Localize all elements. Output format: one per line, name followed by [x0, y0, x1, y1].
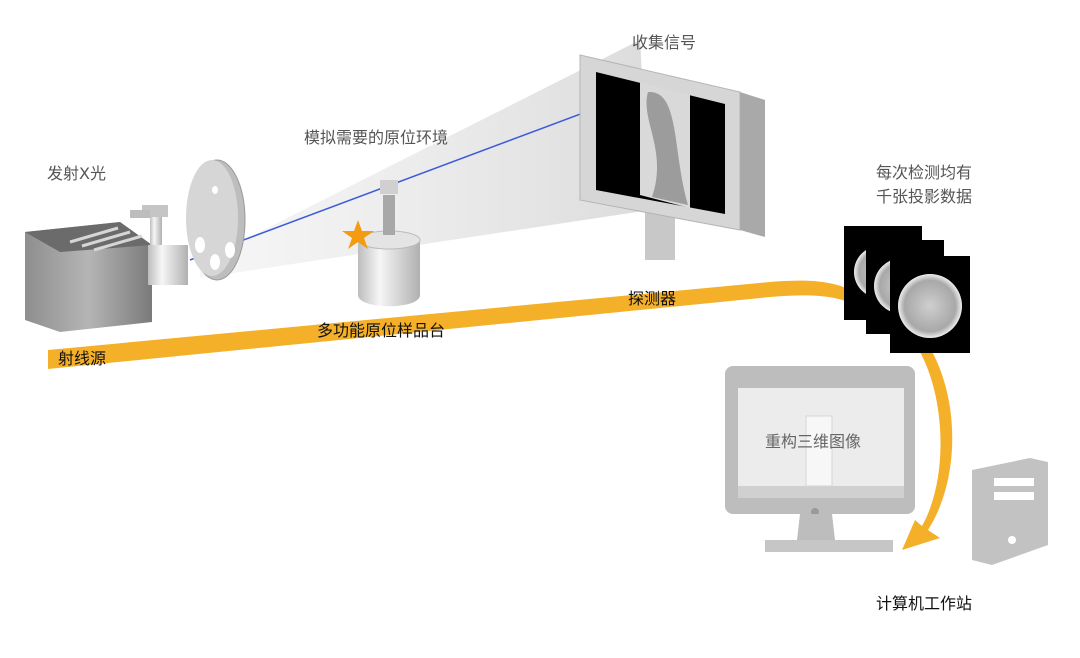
label-collect: 收集信号 — [632, 33, 697, 52]
label-workstation: 计算机工作站 — [876, 594, 973, 613]
flow-arrow — [902, 348, 953, 550]
xray-source — [25, 205, 188, 332]
label-reconstruct: 重构三维图像 — [765, 432, 862, 451]
label-projections-1: 每次检测均有 — [876, 163, 973, 182]
label-environment: 模拟需要的原位环境 — [304, 128, 449, 147]
xray-beam — [200, 40, 650, 278]
label-xray-emit: 发射X光 — [47, 164, 106, 183]
detector-screen — [579, 54, 765, 260]
label-projections-2: 千张投影数据 — [876, 187, 973, 206]
sample-stage — [357, 180, 421, 307]
star-icon — [342, 220, 374, 249]
label-detector: 探测器 — [628, 289, 677, 308]
workstation-monitor — [725, 366, 915, 552]
label-source: 射线源 — [58, 349, 107, 368]
computer-tower — [972, 458, 1048, 565]
filter-wheel — [186, 159, 246, 281]
flow-band — [48, 280, 866, 369]
projection-stack — [844, 226, 970, 353]
label-stage: 多功能原位样品台 — [317, 321, 446, 340]
beam-line — [189, 87, 651, 261]
